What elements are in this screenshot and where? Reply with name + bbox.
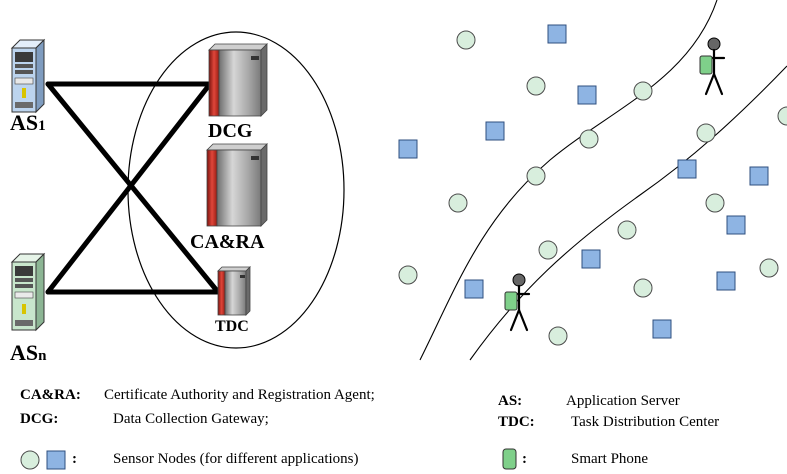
legend-cara: CA&RA: — [20, 387, 81, 404]
legend-phone-desc: Smart Phone — [571, 451, 649, 467]
circle-sensor-icon — [526, 166, 546, 186]
rack-server-icon — [217, 266, 251, 316]
circle-sensor-icon — [456, 30, 476, 50]
server-tower-icon — [10, 38, 46, 114]
as1-label-main: AS — [10, 110, 39, 135]
square-sensor-icon — [485, 121, 505, 141]
as1-label-sub: 1 — [38, 118, 46, 134]
tdc-label: TDC — [215, 318, 249, 335]
dcg-label: DCG — [208, 120, 253, 142]
cara-label: CA&RA — [190, 231, 265, 253]
legend-dcg-desc: Data Collection Gateway; — [113, 411, 269, 427]
person-icon — [504, 273, 531, 332]
legend-dcg: DCG: — [20, 411, 58, 428]
legend-tdc: TDC: — [498, 414, 535, 431]
circle-sensor-icon — [448, 193, 468, 213]
square-sensor-icon — [547, 24, 567, 44]
circle-sensor-icon — [705, 193, 725, 213]
smart-phone-icon — [502, 448, 517, 470]
square-sensor-icon — [716, 271, 736, 291]
connection-lines — [45, 81, 221, 295]
legend-tdc-key: TDC: — [498, 414, 535, 430]
sensor-circles — [398, 30, 787, 346]
legend-dcg-key: DCG: — [20, 411, 59, 427]
square-sensor-icon — [726, 215, 746, 235]
legend-tdc-desc: Task Distribution Center — [571, 414, 720, 430]
person-icon — [699, 37, 726, 96]
circle-sensor-icon — [398, 265, 418, 285]
square-sensor-icon — [677, 159, 697, 179]
asn-label: ASn — [10, 340, 46, 366]
as1-label: AS1 — [10, 110, 46, 136]
legend-cara-desc: Certificate Authority and Registration A… — [104, 387, 375, 403]
square-sensor-icon — [398, 139, 418, 159]
circle-sensor-icon — [579, 129, 599, 149]
square-sensor-icon — [464, 279, 484, 299]
smart-phone-icon — [504, 291, 518, 311]
asn-label-sub: n — [38, 348, 47, 364]
circle-sensor-icon — [696, 123, 716, 143]
square-sensor-icon — [577, 85, 597, 105]
square-sensor-icon — [581, 249, 601, 269]
road-path — [419, 0, 787, 361]
smart-phone-icon — [699, 55, 713, 75]
legend-sensor-desc: Sensor Nodes (for different applications… — [113, 451, 359, 467]
square-sensor-icon — [652, 319, 672, 339]
circle-sensor-icon — [526, 76, 546, 96]
rack-server-icon — [208, 43, 268, 117]
legend-cara-key: CA&RA: — [20, 387, 81, 403]
legend-as-desc: Application Server — [566, 393, 680, 409]
sensor-squares — [398, 24, 769, 339]
circle-sensor-icon — [759, 258, 779, 278]
circle-sensor-icon — [20, 450, 40, 470]
legend-phone-key: : — [522, 451, 527, 467]
asn-label-main: AS — [10, 340, 39, 365]
circle-sensor-icon — [617, 220, 637, 240]
circle-sensor-icon — [633, 81, 653, 101]
legend-sensor-key: : — [72, 451, 77, 467]
legend-icons — [20, 448, 517, 470]
legend-as: AS: — [498, 393, 522, 410]
legend-as-key: AS: — [498, 393, 523, 409]
circle-sensor-icon — [777, 106, 787, 126]
circle-sensor-icon — [538, 240, 558, 260]
circle-sensor-icon — [548, 326, 568, 346]
circle-sensor-icon — [633, 278, 653, 298]
rack-server-icon — [206, 143, 268, 227]
square-sensor-icon — [749, 166, 769, 186]
square-sensor-icon — [46, 450, 66, 470]
server-tower-icon — [10, 252, 46, 332]
